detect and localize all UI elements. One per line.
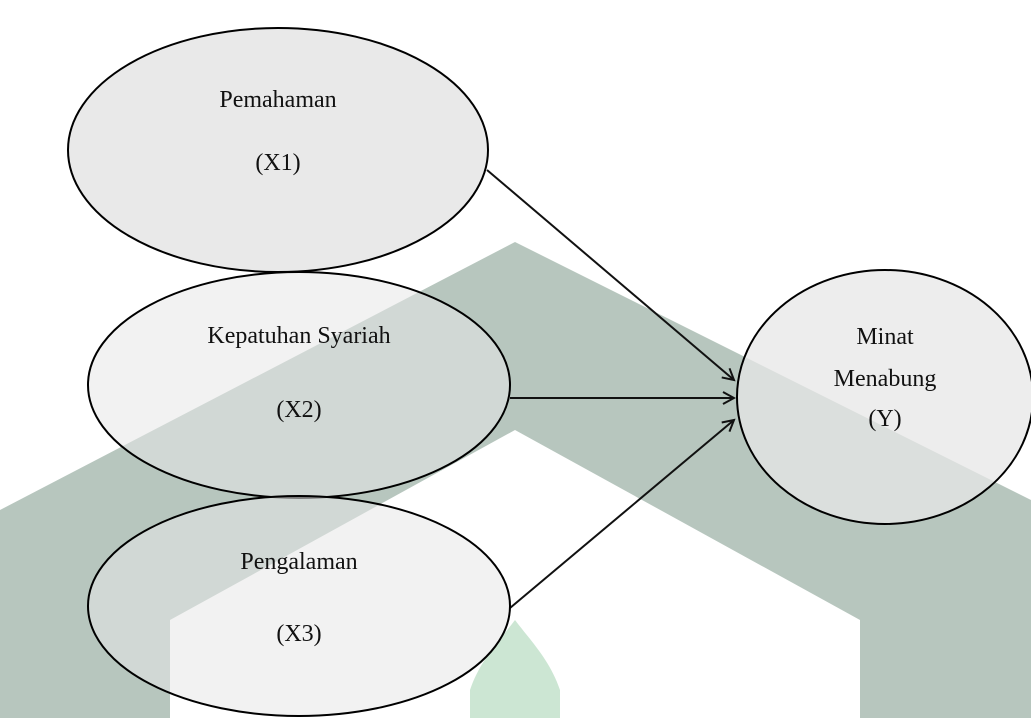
node-y-code: (Y)	[868, 406, 901, 432]
node-x3: Pengalaman (X3)	[87, 495, 511, 717]
node-y-ellipse	[736, 269, 1031, 525]
arrow-x3-to-y	[509, 420, 734, 609]
node-x3-code: (X3)	[276, 621, 321, 647]
node-x2-ellipse	[87, 271, 511, 499]
arrow-x1-to-y	[486, 169, 734, 380]
node-y-name-line2: Menabung	[834, 366, 937, 392]
node-x3-ellipse	[87, 495, 511, 717]
node-x2-name: Kepatuhan Syariah	[207, 323, 390, 349]
node-x2-code: (X2)	[276, 397, 321, 423]
node-x1: Pemahaman (X1)	[67, 27, 489, 273]
node-y-name-line1: Minat	[856, 324, 914, 350]
node-x1-code: (X1)	[255, 150, 300, 176]
watermark-green-ornament	[470, 620, 560, 718]
node-x2: Kepatuhan Syariah (X2)	[87, 271, 511, 499]
node-x1-name: Pemahaman	[219, 87, 336, 113]
arrows	[486, 169, 734, 609]
node-y: Minat Menabung (Y)	[736, 269, 1031, 525]
node-x3-name: Pengalaman	[240, 549, 357, 575]
